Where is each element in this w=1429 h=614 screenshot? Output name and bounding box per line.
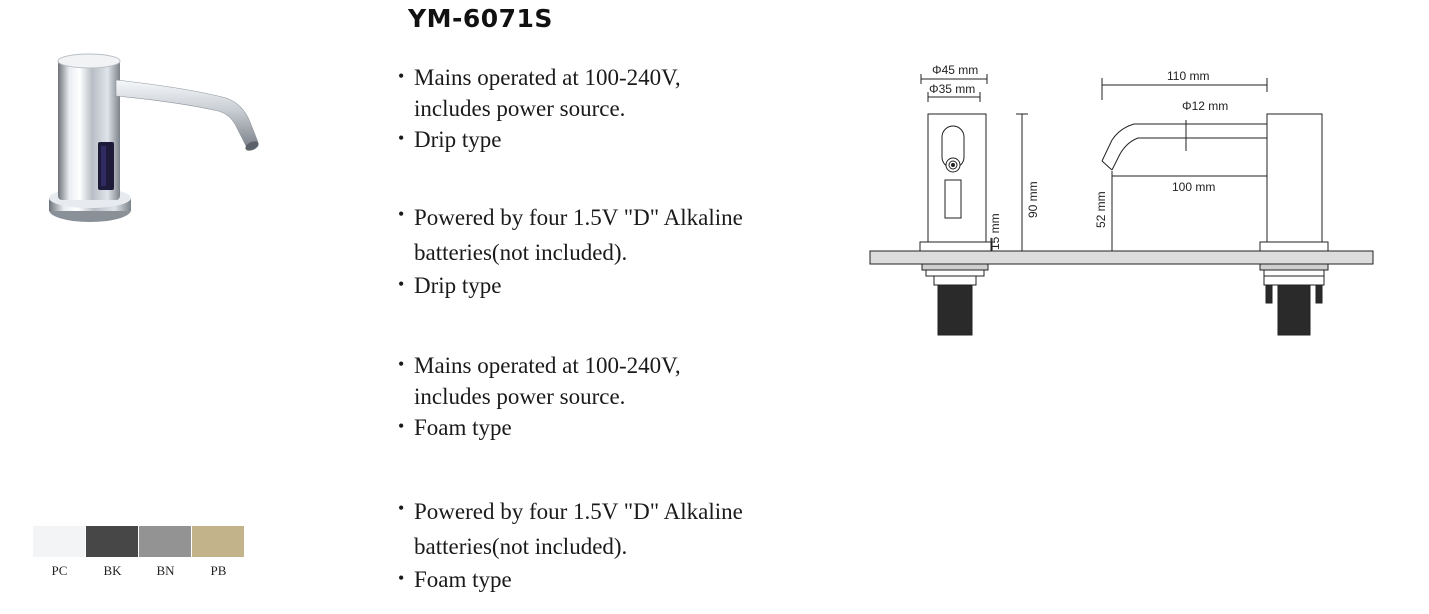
feature-block: •Powered by four 1.5V "D" Alkaline batte… — [398, 200, 818, 301]
dim-inner-diameter: Φ35 mm — [929, 82, 975, 96]
feature-line: •Powered by four 1.5V "D" Alkaline — [398, 204, 743, 230]
dim-spout-length: 100 mm — [1172, 180, 1215, 194]
feature-line: •Mains operated at 100-240V, — [398, 65, 681, 90]
swatch-bk — [86, 526, 138, 557]
dim-base-height: 15 mm — [988, 213, 1002, 250]
feature-line: batteries(not included). — [414, 534, 628, 559]
feature-block: •Mains operated at 100-240V, includes po… — [398, 62, 818, 155]
dispenser-photo — [49, 53, 259, 222]
feature-type-line: •Drip type — [398, 273, 502, 298]
dim-nozzle-diameter: Φ12 mm — [1182, 99, 1228, 113]
finish-swatches: PC BK BN PB — [33, 526, 245, 579]
feature-line: includes power source. — [414, 384, 626, 409]
swatch-label: PB — [210, 563, 227, 578]
feature-block: •Mains operated at 100-240V, includes po… — [398, 350, 818, 443]
dim-spout-height: 52 mm — [1094, 191, 1108, 228]
product-model-title: YM-6071S — [408, 4, 553, 33]
feature-type-line: •Foam type — [398, 415, 512, 440]
swatch-label: BK — [103, 563, 122, 578]
feature-line: •Mains operated at 100-240V, — [398, 353, 681, 378]
dim-outer-diameter: Φ45 mm — [932, 63, 978, 77]
dimension-drawing: Φ45 mm Φ35 mm 90 mm 15 mm 110 mm Φ12 mm … — [869, 63, 1374, 336]
dim-height: 90 mm — [1026, 181, 1040, 218]
swatch-label: PC — [51, 563, 68, 578]
feature-line: includes power source. — [414, 96, 626, 121]
feature-type-line: •Drip type — [398, 127, 502, 152]
feature-line: batteries(not included). — [414, 240, 628, 265]
swatch-pb — [192, 526, 244, 557]
feature-type-line: •Foam type — [398, 567, 512, 592]
dim-spout-reach: 110 mm — [1167, 69, 1209, 83]
swatch-pc — [33, 526, 85, 557]
swatch-bn — [139, 526, 191, 557]
feature-line: •Powered by four 1.5V "D" Alkaline — [398, 498, 743, 524]
swatch-label: BN — [156, 563, 175, 578]
feature-block: •Powered by four 1.5V "D" Alkaline batte… — [398, 494, 818, 595]
